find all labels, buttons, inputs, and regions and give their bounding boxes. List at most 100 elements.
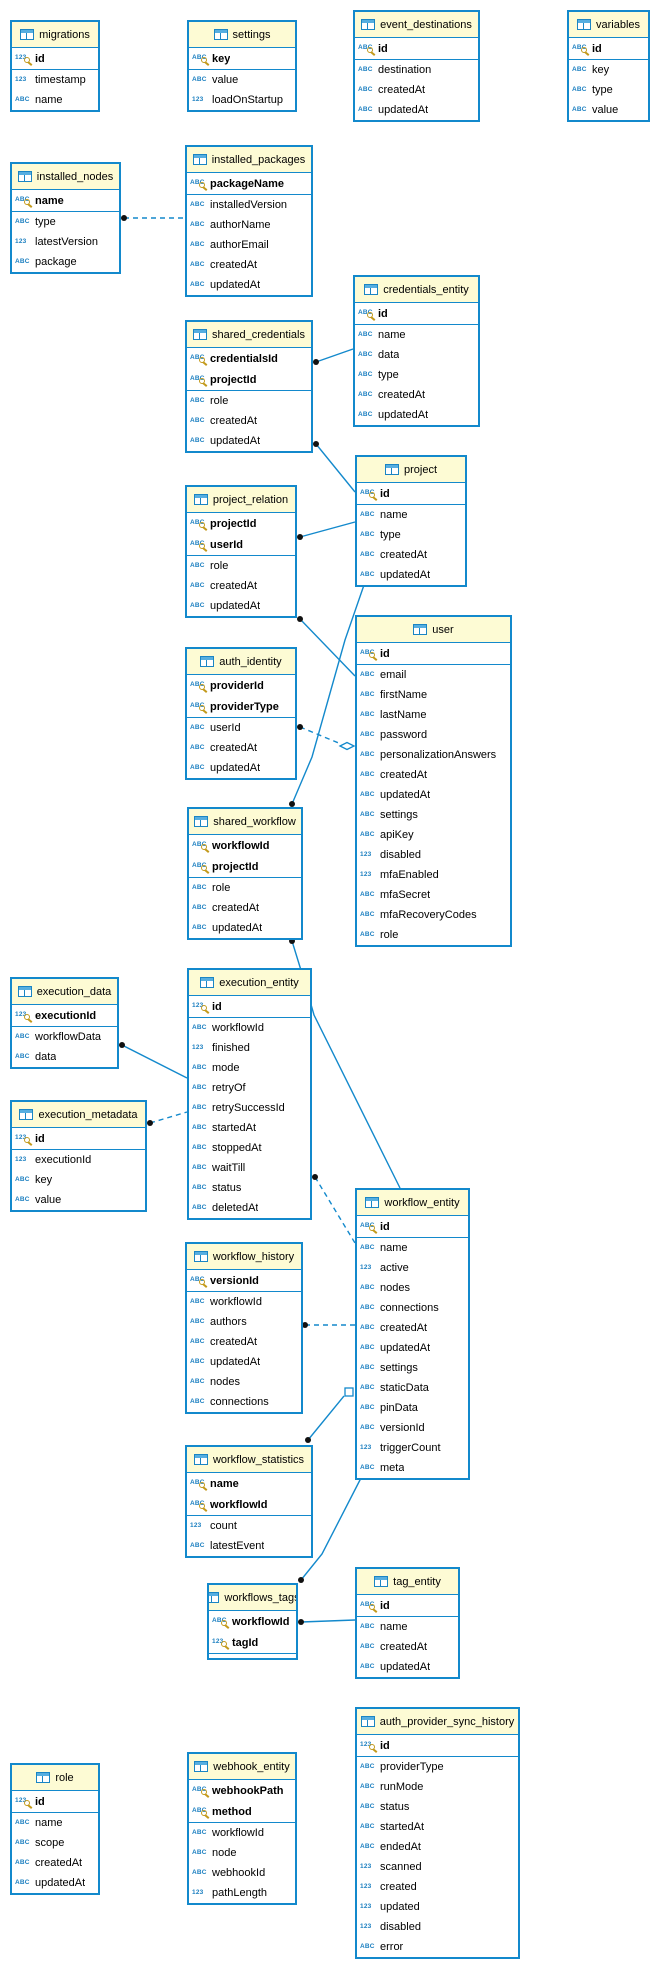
relation-shared_workflow-project[interactable] <box>291 584 365 805</box>
relation-shared_credentials-project[interactable] <box>315 443 356 493</box>
table-header[interactable]: installed_nodes <box>12 164 119 190</box>
table-header[interactable]: workflow_entity <box>357 1190 468 1216</box>
table-header[interactable]: execution_metadata <box>12 1102 145 1128</box>
table-header[interactable]: tag_entity <box>357 1569 458 1595</box>
table-header[interactable]: workflow_statistics <box>187 1447 311 1473</box>
relation-execution_entity-workflow_entity[interactable] <box>314 1176 356 1244</box>
table-header[interactable]: shared_credentials <box>187 322 311 348</box>
table-header[interactable]: role <box>12 1765 98 1791</box>
table-header[interactable]: project_relation <box>187 487 295 513</box>
table-header[interactable]: execution_entity <box>189 970 310 996</box>
relation-project_relation-user[interactable] <box>299 618 356 677</box>
relation-execution_metadata-execution_entity[interactable] <box>149 1111 188 1124</box>
table-header[interactable]: event_destinations <box>355 12 478 38</box>
table-header[interactable]: project <box>357 457 465 483</box>
